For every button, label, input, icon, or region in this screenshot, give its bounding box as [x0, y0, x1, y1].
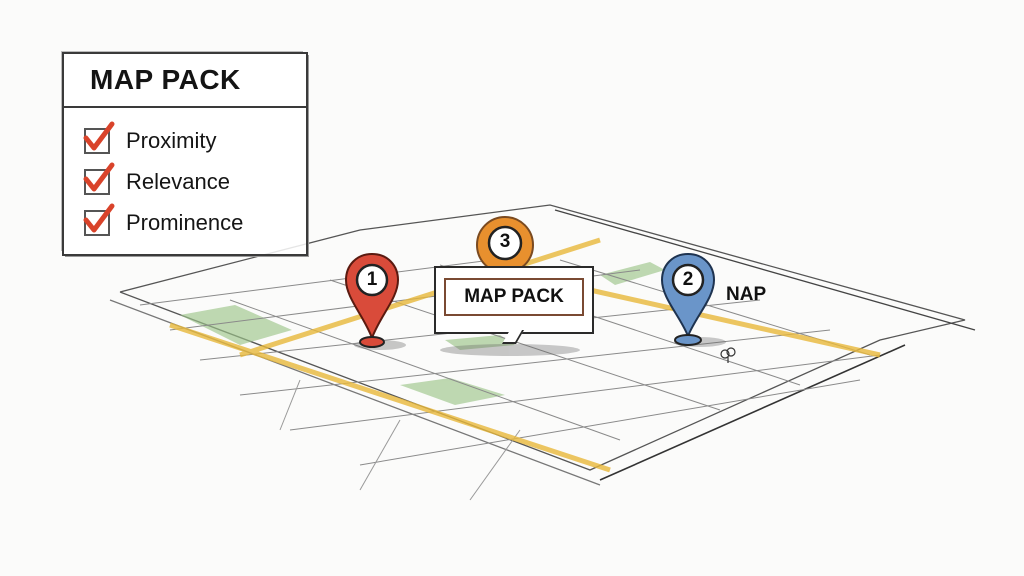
- legend-item-relevance: Relevance: [83, 161, 306, 202]
- pin-number: 3: [499, 231, 511, 252]
- park-areas: [180, 262, 665, 405]
- legend-title: MAP PACK: [64, 54, 306, 108]
- map-pack-callout: MAP PACK: [434, 266, 594, 344]
- legend-panel: MAP PACK Proximity Relevance Prominence: [62, 52, 308, 256]
- legend-item-proximity: Proximity: [83, 120, 306, 161]
- pin-number: 2: [682, 269, 694, 290]
- legend-label: Proximity: [126, 127, 217, 153]
- nap-label: NAP: [726, 284, 767, 305]
- map-pin-2: 2: [658, 250, 718, 350]
- legend-label: Relevance: [126, 168, 230, 194]
- map-pin-3: 3: [474, 214, 536, 276]
- checkbox-checked-icon: [83, 121, 115, 154]
- main-roads: [169, 237, 881, 473]
- checkbox-checked-icon: [83, 203, 115, 236]
- checkbox-checked-icon: [83, 162, 115, 195]
- legend-item-prominence: Prominence: [83, 202, 306, 243]
- pin-number: 1: [366, 269, 378, 290]
- legend-label: Prominence: [126, 209, 244, 235]
- pin-blue-icon: [660, 252, 716, 346]
- legend-list: Proximity Relevance Prominence: [64, 108, 306, 243]
- pin-orange-icon: [476, 216, 534, 274]
- tree-icon: [720, 347, 736, 363]
- map-pin-1: 1: [342, 250, 402, 350]
- pin-red-icon: [344, 252, 400, 348]
- callout-label: MAP PACK: [444, 278, 584, 316]
